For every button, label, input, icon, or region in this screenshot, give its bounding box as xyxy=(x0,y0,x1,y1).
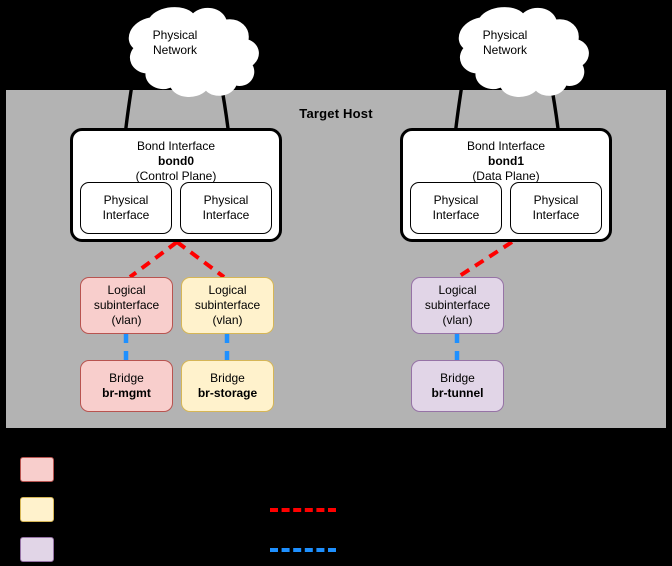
bond0-name: bond0 xyxy=(158,154,194,168)
logical-subinterface-mgmt-line2: subinterface xyxy=(93,298,160,312)
bridge-br-storage[interactable]: Bridge br-storage xyxy=(181,360,274,412)
bond1-name: bond1 xyxy=(488,154,524,168)
logical-subinterface-tunnel-line2: subinterface xyxy=(424,298,491,312)
logical-subinterface-storage[interactable]: Logical subinterface (vlan) xyxy=(181,277,274,334)
logical-subinterface-mgmt-line3: (vlan) xyxy=(111,313,142,327)
logical-subinterface-storage-line1: Logical xyxy=(208,283,247,297)
logical-subinterface-storage-line3: (vlan) xyxy=(212,313,243,327)
bridge-br-storage-name: br-storage xyxy=(197,386,258,400)
bridge-br-storage-label: Bridge xyxy=(210,371,245,385)
physical-interface-bond1-2-line2: Interface xyxy=(532,208,580,222)
bond0-title-block: Bond Interface bond0 (Control Plane) xyxy=(73,139,279,184)
logical-subinterface-storage-line2: subinterface xyxy=(194,298,261,312)
logical-subinterface-tunnel-line1: Logical xyxy=(438,283,477,297)
physical-interface-bond0-1-line2: Interface xyxy=(102,208,150,222)
legend-swatch-tunnel xyxy=(20,537,54,562)
bond1-role: (Data Plane) xyxy=(472,169,540,183)
bridge-br-mgmt-label: Bridge xyxy=(109,371,144,385)
physical-interface-bond0-2-line2: Interface xyxy=(202,208,250,222)
target-host-title: Target Host xyxy=(299,106,373,121)
bridge-br-mgmt[interactable]: Bridge br-mgmt xyxy=(80,360,173,412)
cloud-right-label-line1: Physical xyxy=(482,28,528,42)
physical-interface-bond1-2[interactable]: Physical Interface xyxy=(510,182,602,234)
cloud-right-label-line2: Network xyxy=(482,43,527,57)
physical-interface-bond0-2[interactable]: Physical Interface xyxy=(180,182,272,234)
cloud-left-label: Physical Network xyxy=(115,28,235,58)
bridge-br-tunnel-label: Bridge xyxy=(440,371,475,385)
logical-subinterface-mgmt[interactable]: Logical subinterface (vlan) xyxy=(80,277,173,334)
bond1-title: Bond Interface xyxy=(466,139,546,153)
physical-interface-bond1-1[interactable]: Physical Interface xyxy=(410,182,502,234)
legend xyxy=(0,432,672,566)
physical-interface-bond1-2-line1: Physical xyxy=(533,193,579,207)
physical-interface-bond0-2-line1: Physical xyxy=(203,193,249,207)
legend-swatch-mgmt xyxy=(20,457,54,482)
physical-interface-bond1-1-line2: Interface xyxy=(432,208,480,222)
logical-subinterface-tunnel-line3: (vlan) xyxy=(442,313,473,327)
legend-line-vlan xyxy=(270,508,336,512)
bridge-br-mgmt-name: br-mgmt xyxy=(102,386,151,400)
physical-interface-bond0-1-line1: Physical xyxy=(103,193,149,207)
bond1-title-block: Bond Interface bond1 (Data Plane) xyxy=(403,139,609,184)
legend-swatch-storage xyxy=(20,497,54,522)
logical-subinterface-mgmt-line1: Logical xyxy=(107,283,146,297)
physical-interface-bond0-1[interactable]: Physical Interface xyxy=(80,182,172,234)
cloud-left-label-line1: Physical xyxy=(152,28,198,42)
cloud-right-label: Physical Network xyxy=(445,28,565,58)
bond0-role: (Control Plane) xyxy=(135,169,217,183)
cloud-left-label-line2: Network xyxy=(152,43,197,57)
bridge-br-tunnel-name: br-tunnel xyxy=(431,386,484,400)
legend-line-bridge xyxy=(270,548,336,552)
logical-subinterface-tunnel[interactable]: Logical subinterface (vlan) xyxy=(411,277,504,334)
physical-interface-bond1-1-line1: Physical xyxy=(433,193,479,207)
bridge-br-tunnel[interactable]: Bridge br-tunnel xyxy=(411,360,504,412)
bond0-title: Bond Interface xyxy=(136,139,216,153)
